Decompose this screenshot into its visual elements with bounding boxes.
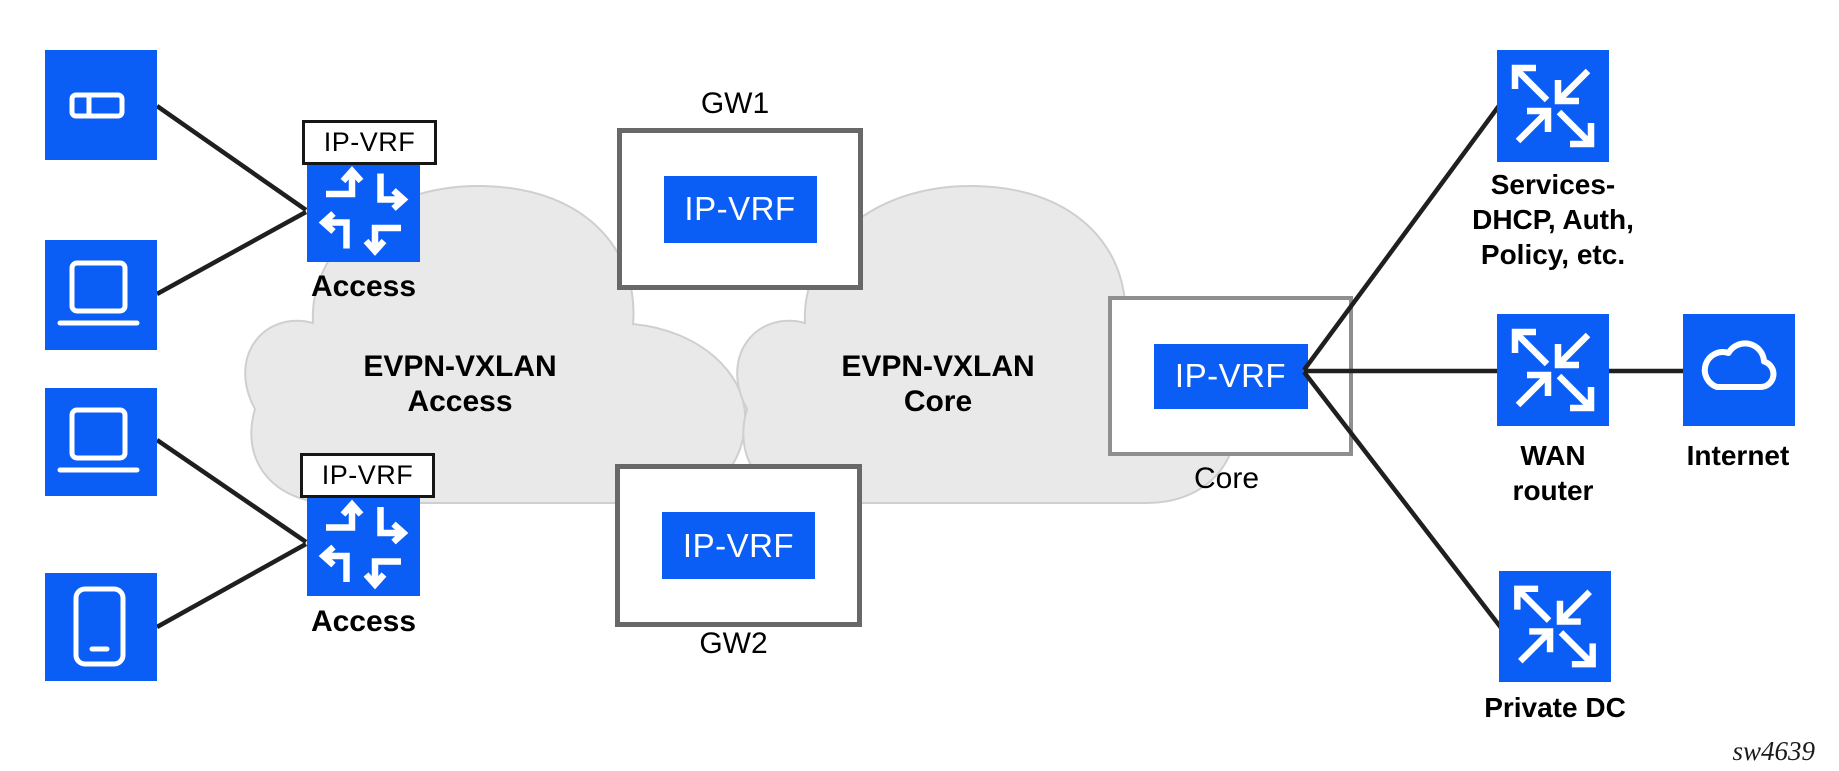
access1-switch-tile — [307, 160, 420, 262]
device-tile-laptop-1 — [45, 240, 157, 350]
gw1-box: IP-VRF — [617, 128, 863, 290]
services-label-line1: Services- — [1490, 169, 1616, 200]
tablet-icon — [69, 92, 125, 119]
services-router-tile — [1497, 50, 1609, 162]
laptop-icon — [57, 260, 140, 326]
link-laptop2-access2 — [155, 438, 308, 544]
link-core-privatedc — [1302, 370, 1504, 631]
gw2-ip-vrf-chip: IP-VRF — [662, 512, 815, 579]
access1-ip-vrf-text: IP-VRF — [323, 127, 416, 157]
gw2-title: GW2 — [699, 627, 768, 660]
core-title: Core — [1193, 462, 1260, 495]
core-ip-vrf-text: IP-VRF — [1174, 357, 1287, 394]
access2-ip-vrf-text: IP-VRF — [321, 460, 414, 490]
device-tile-laptop-2 — [45, 388, 157, 496]
router-icon — [1514, 585, 1596, 668]
access1-ip-vrf-tag: IP-VRF — [302, 120, 437, 165]
services-label: Services- DHCP, Auth, Policy, etc. — [1403, 167, 1703, 272]
internet-label: Internet — [1686, 440, 1790, 471]
access2-switch-tile — [307, 493, 420, 596]
access-cloud-label-line1: EVPN-VXLAN — [363, 350, 557, 383]
gw2-ip-vrf-text: IP-VRF — [682, 526, 795, 564]
services-label-line2: DHCP, Auth, — [1472, 204, 1634, 235]
access2-label: Access — [310, 605, 417, 638]
internet-tile — [1683, 314, 1795, 426]
device-tile-tablet — [45, 50, 157, 160]
access-cloud-label-line2: Access — [407, 384, 513, 418]
link-phone-access2 — [155, 542, 308, 629]
gw2-box: IP-VRF — [615, 464, 862, 627]
core-cloud-label-line1: EVPN-VXLAN — [841, 350, 1035, 383]
device-tile-phone — [45, 573, 157, 681]
link-tablet-access1 — [155, 104, 308, 212]
private-dc-router-tile — [1499, 571, 1611, 682]
gw1-ip-vrf-text: IP-VRF — [684, 190, 796, 227]
link-core-services — [1302, 101, 1503, 372]
core-cloud-label-line2: Core — [903, 384, 973, 418]
private-dc-label: Private DC — [1484, 692, 1626, 723]
switch-icon — [318, 166, 409, 256]
laptop-icon — [57, 407, 140, 473]
router-icon — [1511, 328, 1595, 412]
figure-id-watermark: sw4639 — [1732, 736, 1815, 766]
switch-icon — [318, 499, 409, 590]
wan-router-label: WAN router — [1453, 438, 1653, 508]
services-label-line3: Policy, etc. — [1480, 239, 1626, 270]
access2-ip-vrf-tag: IP-VRF — [300, 453, 435, 498]
wan-router-label-line2: router — [1512, 475, 1594, 506]
core-cloud-label: EVPN-VXLAN Core — [758, 350, 1118, 420]
internet-cloud-icon — [1701, 340, 1777, 390]
gw1-title: GW1 — [700, 87, 770, 120]
link-laptop1-access1 — [155, 210, 308, 296]
core-box: IP-VRF — [1108, 296, 1353, 456]
access1-label: Access — [310, 270, 417, 303]
core-ip-vrf-chip: IP-VRF — [1153, 343, 1308, 409]
router-icon — [1511, 64, 1595, 148]
access-cloud-label: EVPN-VXLAN Access — [280, 350, 640, 420]
wan-router-label-line1: WAN — [1520, 440, 1586, 471]
smartphone-icon — [73, 586, 126, 667]
wan-router-tile — [1497, 314, 1609, 426]
gw1-ip-vrf-chip: IP-VRF — [663, 175, 817, 243]
